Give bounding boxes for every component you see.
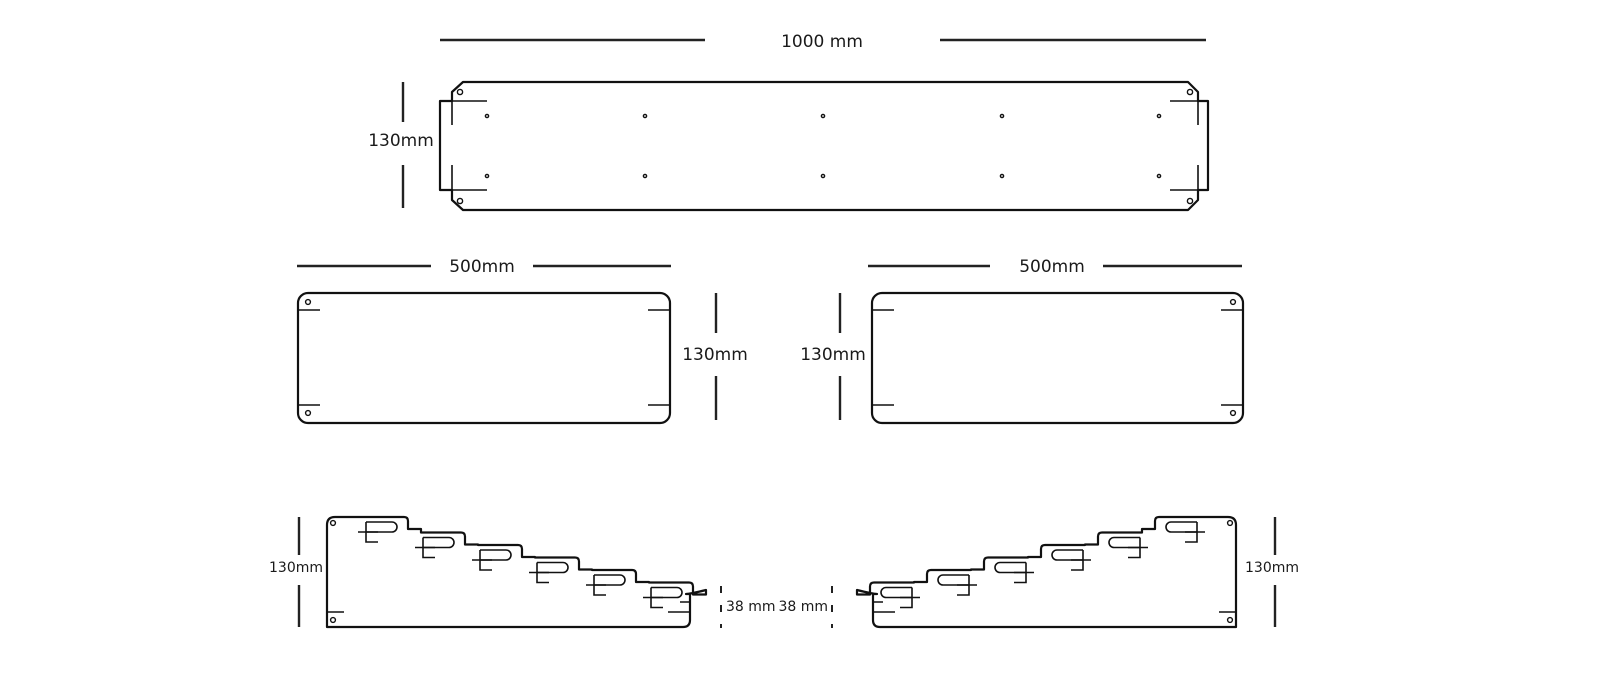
slot-mark [586, 575, 606, 596]
step-label: 38 mm [726, 599, 776, 615]
bottom-right-piece: 38 mm 130mm [778, 515, 1299, 629]
panel-outline [296, 291, 672, 425]
corner-marks [873, 601, 1236, 613]
width-label: 500mm [1019, 257, 1085, 277]
width-label: 1000 mm [781, 32, 863, 52]
slot-mark [1071, 550, 1091, 571]
corner-marks [327, 601, 690, 613]
middle-right-panel: 500mm 130mm [800, 257, 1245, 425]
slot [366, 521, 398, 533]
bottom-left-piece: 130mm 38 mm [269, 515, 776, 629]
slot [1108, 536, 1140, 549]
slot [651, 586, 683, 599]
corner-marks [298, 309, 670, 406]
slot-mark [415, 537, 435, 559]
mounting-hole [1226, 616, 1234, 624]
slot-mark [1014, 562, 1034, 584]
height-label: 130mm [368, 131, 434, 151]
slot-mark [957, 575, 977, 596]
corner-marks [872, 309, 1243, 406]
mounting-hole [329, 616, 337, 624]
mounting-holes [456, 88, 1194, 205]
height-label: 130mm [269, 560, 323, 576]
stepped-side-outline [855, 515, 1238, 629]
slot-mark [900, 587, 920, 609]
slot [594, 574, 626, 586]
mounting-hole [1226, 519, 1234, 527]
slot [537, 561, 569, 574]
height-label: 130mm [800, 345, 866, 365]
slot [994, 561, 1026, 574]
corner-marks [451, 100, 1199, 191]
slot [480, 549, 512, 561]
slot [1165, 521, 1197, 533]
slot-mark [529, 562, 549, 584]
step-label: 38 mm [778, 599, 828, 615]
slot [423, 536, 455, 549]
slot-mark [643, 587, 663, 609]
panel-outline [870, 291, 1245, 425]
height-label: 130mm [1245, 560, 1299, 576]
piece-outline [325, 515, 708, 629]
mounting-holes [1229, 298, 1237, 417]
width-label: 500mm [449, 257, 515, 277]
panel-outline [438, 80, 1210, 212]
piece-outline [855, 515, 1238, 629]
slot-mark [1128, 537, 1148, 559]
slot-mark [358, 522, 378, 543]
mounting-hole [329, 519, 337, 527]
middle-left-panel: 500mm 130mm [296, 257, 748, 425]
slot-mark [472, 550, 492, 571]
mounting-holes [304, 298, 312, 417]
height-label: 130mm [682, 345, 748, 365]
stepped-side-outline [325, 515, 708, 629]
slot-mark [1185, 522, 1205, 543]
slot [937, 574, 969, 586]
top-panel: 1000 mm 130mm [368, 32, 1210, 212]
slot [1051, 549, 1083, 561]
slot [880, 586, 912, 599]
